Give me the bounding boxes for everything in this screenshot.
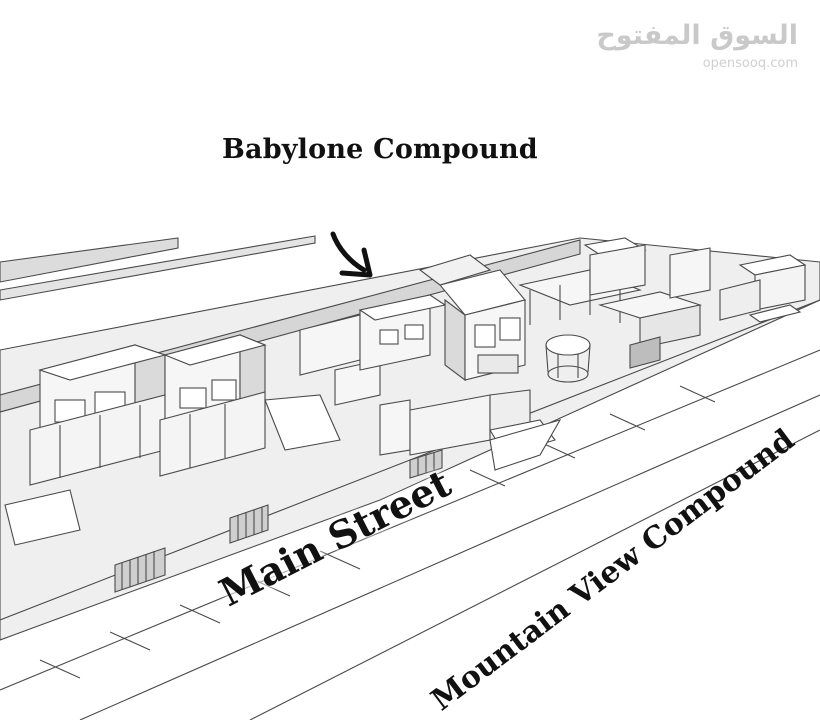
- round-gazebo: [545, 334, 591, 383]
- street-edge-2: [0, 349, 820, 691]
- gate-center: [409, 449, 443, 479]
- ramp-gate: [629, 336, 661, 369]
- pool: [264, 394, 341, 451]
- pergolas: [518, 237, 703, 349]
- gate-right: [229, 504, 269, 544]
- opensooq-watermark-latin: opensooq.com: [702, 56, 798, 71]
- parking-marks: [39, 385, 716, 679]
- driveway: [489, 419, 562, 471]
- gate-left: [114, 547, 166, 593]
- pool-left: [4, 489, 81, 546]
- street-edge-3: [79, 394, 820, 720]
- arrow-icon: [330, 231, 373, 278]
- boundary-strip-1: [0, 237, 179, 283]
- building-middle: [299, 294, 447, 406]
- villa-left: [29, 344, 167, 486]
- babylone-compound-label: Babylone Compound: [222, 134, 538, 165]
- opensooq-watermark-arabic: السوق المفتوح: [596, 20, 798, 51]
- villa-center: [159, 334, 267, 477]
- road-far-edge: [249, 429, 820, 720]
- building-right: [669, 247, 807, 323]
- building-babylone-main: [418, 254, 526, 382]
- boundary-strip-2: [0, 235, 316, 301]
